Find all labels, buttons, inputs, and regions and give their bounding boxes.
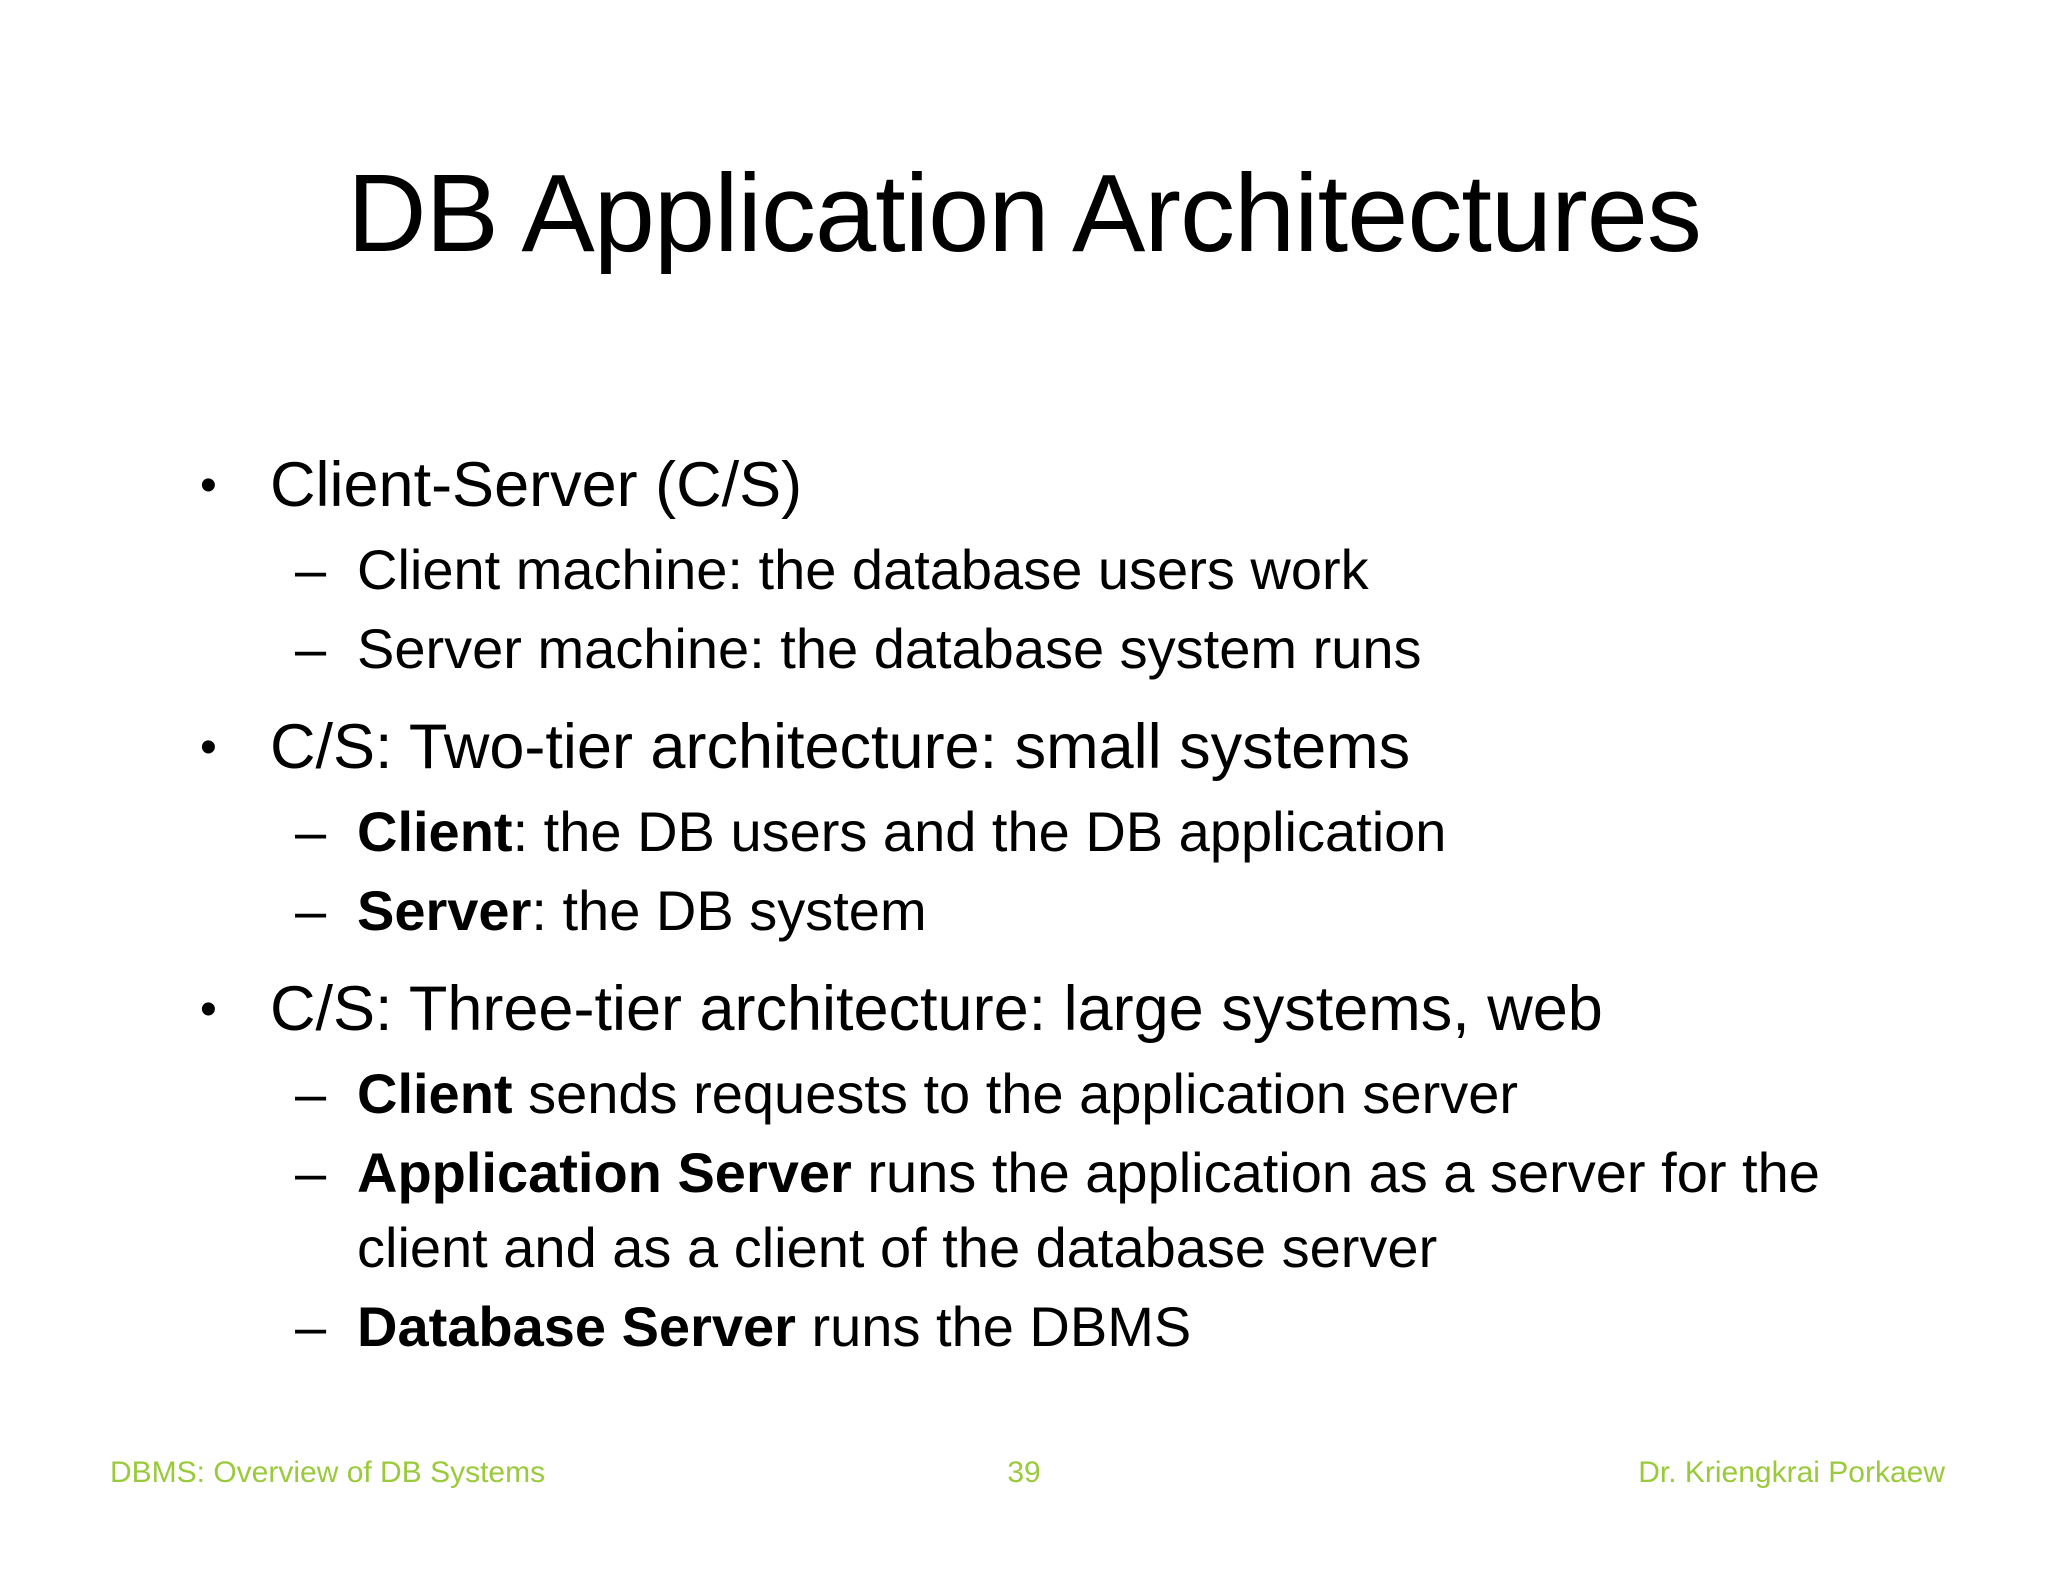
sub-bullet-text: Database Server runs the DBMS bbox=[357, 1295, 1192, 1359]
sub-bullet-item: –Server machine: the database system run… bbox=[295, 612, 1938, 686]
dash-marker: – bbox=[295, 879, 327, 943]
dash-marker: – bbox=[295, 1295, 327, 1359]
sub-bullet-bold-lead: Client bbox=[357, 799, 513, 863]
sub-bullet-bold-lead: Application Server bbox=[357, 1141, 852, 1205]
footer-author-label: Dr. Kriengkrai Porkaew bbox=[1638, 1456, 1945, 1489]
bullet-text: Client-Server (C/S) bbox=[270, 450, 803, 520]
sub-bullet-item: –Client machine: the database users work bbox=[295, 533, 1938, 607]
sub-bullet-text: Client machine: the database users work bbox=[357, 538, 1369, 601]
dash-marker: – bbox=[295, 538, 327, 601]
slide-title: DB Application Architectures bbox=[347, 152, 1702, 275]
bullet-list: •Client-Server (C/S)–Client machine: the… bbox=[0, 425, 2048, 1370]
dash-marker: – bbox=[295, 1141, 327, 1205]
bullet-marker: • bbox=[200, 720, 217, 774]
sub-bullet-text: Client: the DB users and the DB applicat… bbox=[357, 799, 1447, 863]
bullet-item: • C/S: Two-tier architecture: small syste… bbox=[200, 707, 1938, 789]
dash-marker: – bbox=[295, 617, 327, 681]
sub-bullet-bold-lead: Client bbox=[357, 1061, 513, 1125]
sub-bullet-bold-lead: Database Server bbox=[357, 1295, 796, 1359]
bullet-item: • Client-Server (C/S) bbox=[200, 445, 1938, 527]
footer-course-label: DBMS: Overview of DB Systems bbox=[110, 1456, 546, 1489]
sub-bullet-item: –Database Server runs the DBMS bbox=[295, 1290, 1938, 1364]
sub-bullet-text: Client sends requests to the application… bbox=[357, 1061, 1519, 1125]
footer-page-number: 39 bbox=[1007, 1456, 1041, 1489]
sub-bullet-item: –Server: the DB system bbox=[295, 874, 1938, 948]
dash-marker: – bbox=[295, 799, 327, 863]
dash-marker: – bbox=[295, 1061, 327, 1125]
sub-bullet-item: –Application Server runs the application… bbox=[295, 1136, 1938, 1285]
sub-bullet-item: –Client sends requests to the applicatio… bbox=[295, 1057, 1938, 1131]
bullet-text: C/S: Three-tier architecture: large syst… bbox=[270, 973, 1603, 1044]
bullet-text: C/S: Two-tier architecture: small system… bbox=[270, 711, 1411, 782]
sub-bullet-text: Application Server runs the application … bbox=[357, 1141, 1820, 1279]
sub-bullet-bold-lead: Server bbox=[357, 879, 532, 943]
sub-bullet-text: Server machine: the database system runs bbox=[357, 617, 1422, 681]
bullet-item: • C/S: Three-tier architecture: large sys… bbox=[200, 969, 1938, 1051]
sub-bullet-text: Server: the DB system bbox=[357, 879, 927, 943]
bullet-marker: • bbox=[200, 459, 217, 512]
bullet-marker: • bbox=[200, 982, 217, 1036]
sub-bullet-item: –Client: the DB users and the DB applica… bbox=[295, 795, 1938, 869]
